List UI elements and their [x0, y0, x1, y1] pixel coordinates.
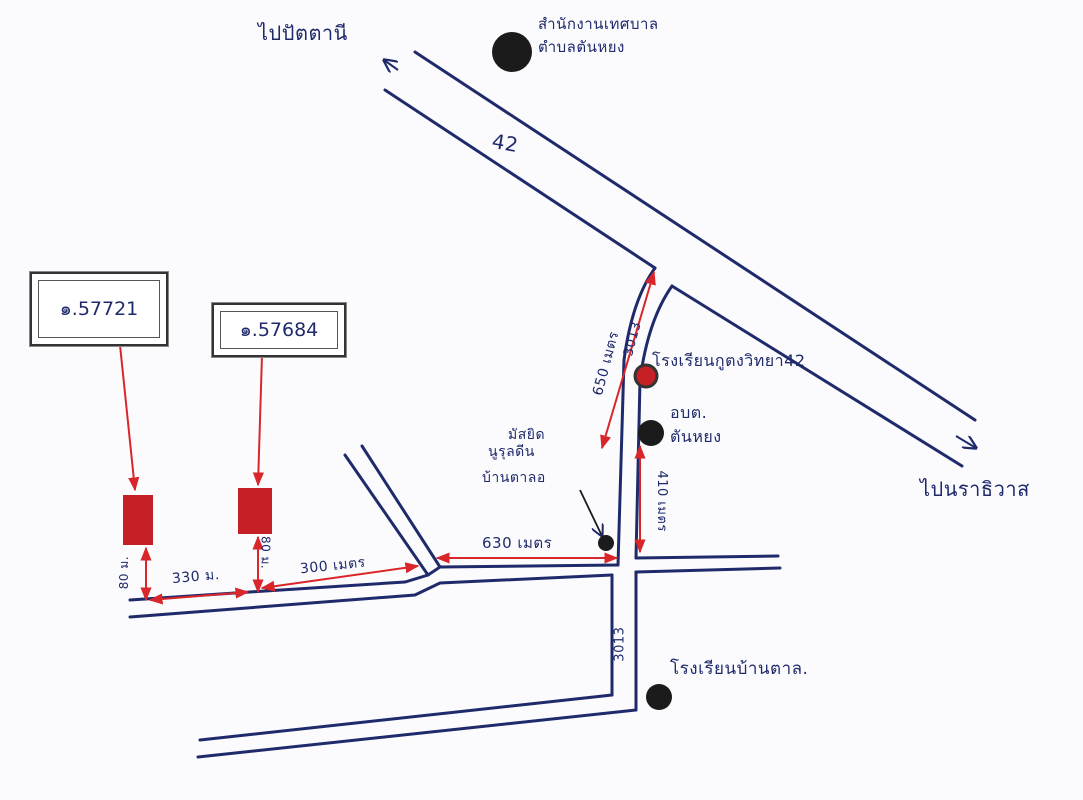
- sao-label-line2: ตันหยง: [670, 426, 722, 446]
- to-narathiwat-label: ไปนราธิวาส: [920, 477, 1030, 501]
- measure-410m-label: 410 เมตร: [653, 470, 669, 532]
- land-parcel-2: [238, 488, 272, 534]
- diagonal-side-road: [343, 444, 442, 577]
- south-road: [196, 693, 638, 759]
- arrow-to-pattani: [384, 60, 399, 70]
- pointer-parcel2: [252, 354, 264, 487]
- school-bantalo-label: โรงเรียนบ้านตาล.: [670, 659, 809, 679]
- municipal-office-label-line1: สำนักงานเทศบาล: [538, 15, 659, 33]
- measure-parcel2-80m-label: 80 ม.: [258, 535, 273, 570]
- school-42-marker: [633, 363, 659, 389]
- parcel-1-label: ๑.57721: [38, 280, 160, 338]
- school-42-label: โรงเรียนกูตงวิทยา42: [652, 351, 806, 370]
- municipal-office-marker: [492, 32, 532, 72]
- parcel-1-label-box: ๑.57721: [30, 272, 168, 346]
- east-branch-road: [634, 554, 782, 574]
- measure-330m: [148, 587, 250, 605]
- mosque-label-line3: บ้านตาลอ: [482, 469, 546, 486]
- mosque-label-line1: มัสยิด: [508, 427, 546, 443]
- parcel-2-label-box: ๑.57684: [212, 303, 346, 357]
- measure-650m: [600, 270, 656, 450]
- mosque-label-line2: นูรุลดีน: [488, 444, 535, 461]
- highway-42: [383, 50, 977, 468]
- pointer-mosque: [579, 489, 602, 536]
- mosque-marker: [598, 535, 614, 551]
- sao-marker: [638, 420, 664, 446]
- municipal-office-label: สำนักงานเทศบาล ตำบลตันหยง: [538, 16, 659, 55]
- land-parcel-1: [123, 495, 153, 545]
- measure-630m-label: 630 เมตร: [482, 534, 553, 552]
- measure-300m: [260, 562, 420, 592]
- measurements: [119, 270, 656, 605]
- measure-parcel1-80m-label: 80 ม.: [117, 555, 132, 590]
- school-bantalo-marker: [646, 684, 672, 710]
- pointer-parcel1: [119, 344, 140, 492]
- to-pattani-label: ไปปัตตานี: [258, 21, 348, 45]
- sao-label: อบต. ตันหยง: [670, 404, 722, 445]
- road-3013-label-south: 3013: [612, 626, 628, 662]
- arrow-to-narathiwat: [955, 435, 976, 448]
- sao-label-line1: อบต.: [670, 403, 708, 422]
- municipal-office-label-line2: ตำบลตันหยง: [538, 37, 625, 56]
- parcel-2-label: ๑.57684: [220, 311, 338, 349]
- highway-number-label: 42: [490, 128, 521, 158]
- mosque-label: มัสยิด นูรุลดีน บ้านตาลอ: [482, 427, 546, 486]
